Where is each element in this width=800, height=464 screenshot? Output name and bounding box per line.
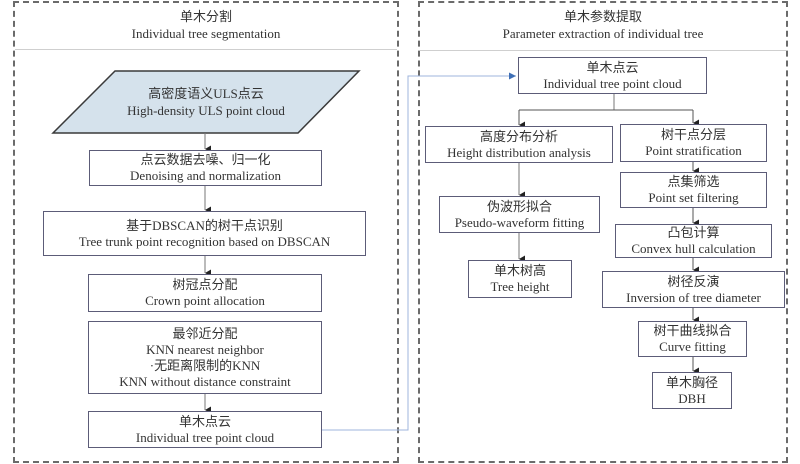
node-label-zh-sub: ·无距离限制的KNN [149,357,261,373]
node-pseudo-waveform-fitting: 伪波形拟合 Pseudo-waveform fitting [439,196,600,233]
node-label-en: Pseudo-waveform fitting [454,214,585,230]
node-label-zh: 基于DBSCAN的树干点识别 [126,217,283,233]
node-label-en: Crown point allocation [145,293,265,308]
node-label-en: Convex hull calculation [631,241,756,256]
node-label-zh: 单木树高 [493,263,546,278]
node-label-en: Tree trunk point recognition based on DB… [78,233,331,249]
left-panel-header: 单木分割 Individual tree segmentation [15,3,397,50]
node-point-stratification: 树干点分层 Point stratification [620,124,767,162]
node-label-en: Height distribution analysis [447,144,591,160]
node-label-zh: 单木点云 [178,413,231,429]
left-panel-title-en: Individual tree segmentation [131,26,281,41]
node-label-zh: 单木点云 [586,59,639,75]
left-panel-title-zh: 单木分割 [179,9,232,24]
node-label-zh: 最邻近分配 [172,325,238,341]
right-panel-title-en: Parameter extraction of individual tree [502,26,704,41]
node-dbh: 单木胸径 DBH [652,372,732,409]
node-label-zh: 伪波形拟合 [486,198,552,214]
step-denoising-normalization: 点云数据去噪、归一化 Denoising and normalization [89,150,322,186]
node-label-zh: 点云数据去噪、归一化 [140,152,271,167]
input-label-en: High-density ULS point cloud [127,103,285,118]
node-label-en: Individual tree point cloud [543,75,682,91]
node-individual-tree-point-cloud-input: 单木点云 Individual tree point cloud [518,57,707,94]
right-panel-header: 单木参数提取 Parameter extraction of individua… [420,3,786,51]
node-height-distribution-analysis: 高度分布分析 Height distribution analysis [425,126,613,163]
node-label-en: Individual tree point cloud [135,429,275,445]
node-label-en: Tree height [490,279,550,294]
step-trunk-recognition-dbscan: 基于DBSCAN的树干点识别 Tree trunk point recognit… [43,211,366,256]
node-label-en-sub: KNN without distance constraint [119,373,291,389]
node-label-zh: 高度分布分析 [479,128,558,144]
input-uls-point-cloud: 高密度语义ULS点云 High-density ULS point cloud [90,85,322,119]
node-label-en: DBH [678,390,706,406]
node-label-zh: 树冠点分配 [172,277,238,292]
node-label-en: Denoising and normalization [130,168,281,183]
input-label-zh: 高密度语义ULS点云 [148,86,264,101]
right-panel-title-zh: 单木参数提取 [563,9,642,24]
step-crown-point-allocation: 树冠点分配 Crown point allocation [88,274,322,312]
step-individual-tree-point-cloud-output: 单木点云 Individual tree point cloud [88,411,322,448]
node-label-zh: 凸包计算 [667,225,720,240]
node-inversion-of-tree-diameter: 树径反演 Inversion of tree diameter [602,271,785,308]
node-label-en: KNN nearest neighbor [146,341,264,357]
node-label-zh: 树干点分层 [660,127,726,142]
node-label-zh: 点集筛选 [667,174,720,189]
node-label-en: Point set filtering [648,190,739,205]
node-label-zh: 单木胸径 [665,374,718,390]
step-knn-allocation: 最邻近分配 KNN nearest neighbor ·无距离限制的KNN KN… [88,321,322,394]
node-tree-height: 单木树高 Tree height [468,260,572,298]
node-convex-hull-calculation: 凸包计算 Convex hull calculation [615,224,772,258]
node-label-zh: 树径反演 [667,273,720,289]
node-label-en: Inversion of tree diameter [626,289,761,305]
node-label-en: Curve fitting [659,339,726,354]
node-point-set-filtering: 点集筛选 Point set filtering [620,172,767,208]
node-label-zh: 树干曲线拟合 [653,323,732,338]
node-label-en: Point stratification [645,143,742,158]
node-curve-fitting: 树干曲线拟合 Curve fitting [638,321,747,357]
